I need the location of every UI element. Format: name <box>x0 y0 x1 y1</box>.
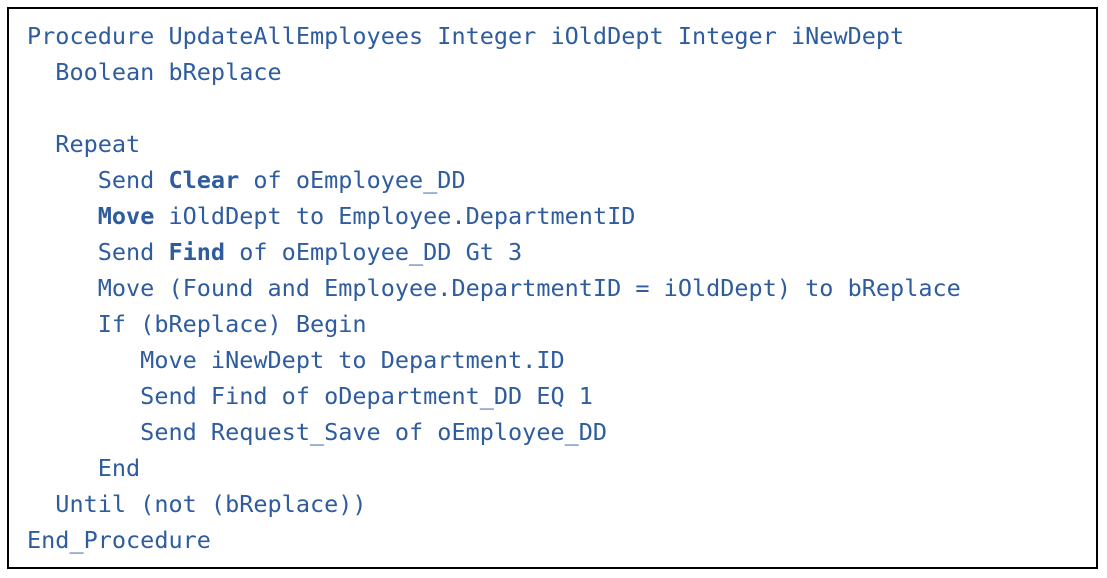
code-text: of oEmployee_DD Gt 3 <box>225 238 523 266</box>
code-line: Move (Found and Employee.DepartmentID = … <box>27 270 1086 306</box>
code-line: End <box>27 450 1086 486</box>
code-snippet-window: Procedure UpdateAllEmployees Integer iOl… <box>7 7 1098 569</box>
code-line: Send Find of oEmployee_DD Gt 3 <box>27 234 1086 270</box>
code-line: Send Request_Save of oEmployee_DD <box>27 414 1086 450</box>
code-text: iOldDept to Employee.DepartmentID <box>154 202 636 230</box>
code-text: Move (Found and Employee.DepartmentID = … <box>27 274 961 302</box>
code-block: Procedure UpdateAllEmployees Integer iOl… <box>27 18 1086 558</box>
code-text: of oEmployee_DD <box>239 166 466 194</box>
code-text: Boolean bReplace <box>27 58 282 86</box>
code-text: Send <box>27 238 169 266</box>
keyword: Find <box>168 238 226 266</box>
code-text <box>27 202 98 230</box>
keyword: Move <box>97 202 155 230</box>
code-line: Move iNewDept to Department.ID <box>27 342 1086 378</box>
code-line: If (bReplace) Begin <box>27 306 1086 342</box>
code-text: Procedure UpdateAllEmployees Integer iOl… <box>27 22 905 50</box>
code-text: End <box>27 454 141 482</box>
code-text: Send Request_Save of oEmployee_DD <box>27 418 608 446</box>
code-line: End_Procedure <box>27 522 1086 558</box>
code-text: Move iNewDept to Department.ID <box>27 346 565 374</box>
code-line: Procedure UpdateAllEmployees Integer iOl… <box>27 18 1086 54</box>
code-text: Repeat <box>27 130 141 158</box>
code-line: Send Find of oDepartment_DD EQ 1 <box>27 378 1086 414</box>
code-line: Move iOldDept to Employee.DepartmentID <box>27 198 1086 234</box>
keyword: Clear <box>168 166 240 194</box>
code-line: Boolean bReplace <box>27 54 1086 90</box>
code-text: Send Find of oDepartment_DD EQ 1 <box>27 382 593 410</box>
code-line: Until (not (bReplace)) <box>27 486 1086 522</box>
code-line <box>27 90 1086 126</box>
code-line: Send Clear of oEmployee_DD <box>27 162 1086 198</box>
code-line: Repeat <box>27 126 1086 162</box>
code-text: Until (not (bReplace)) <box>27 490 367 518</box>
code-text: If (bReplace) Begin <box>27 310 367 338</box>
code-text: Send <box>27 166 169 194</box>
code-text: End_Procedure <box>27 526 211 554</box>
